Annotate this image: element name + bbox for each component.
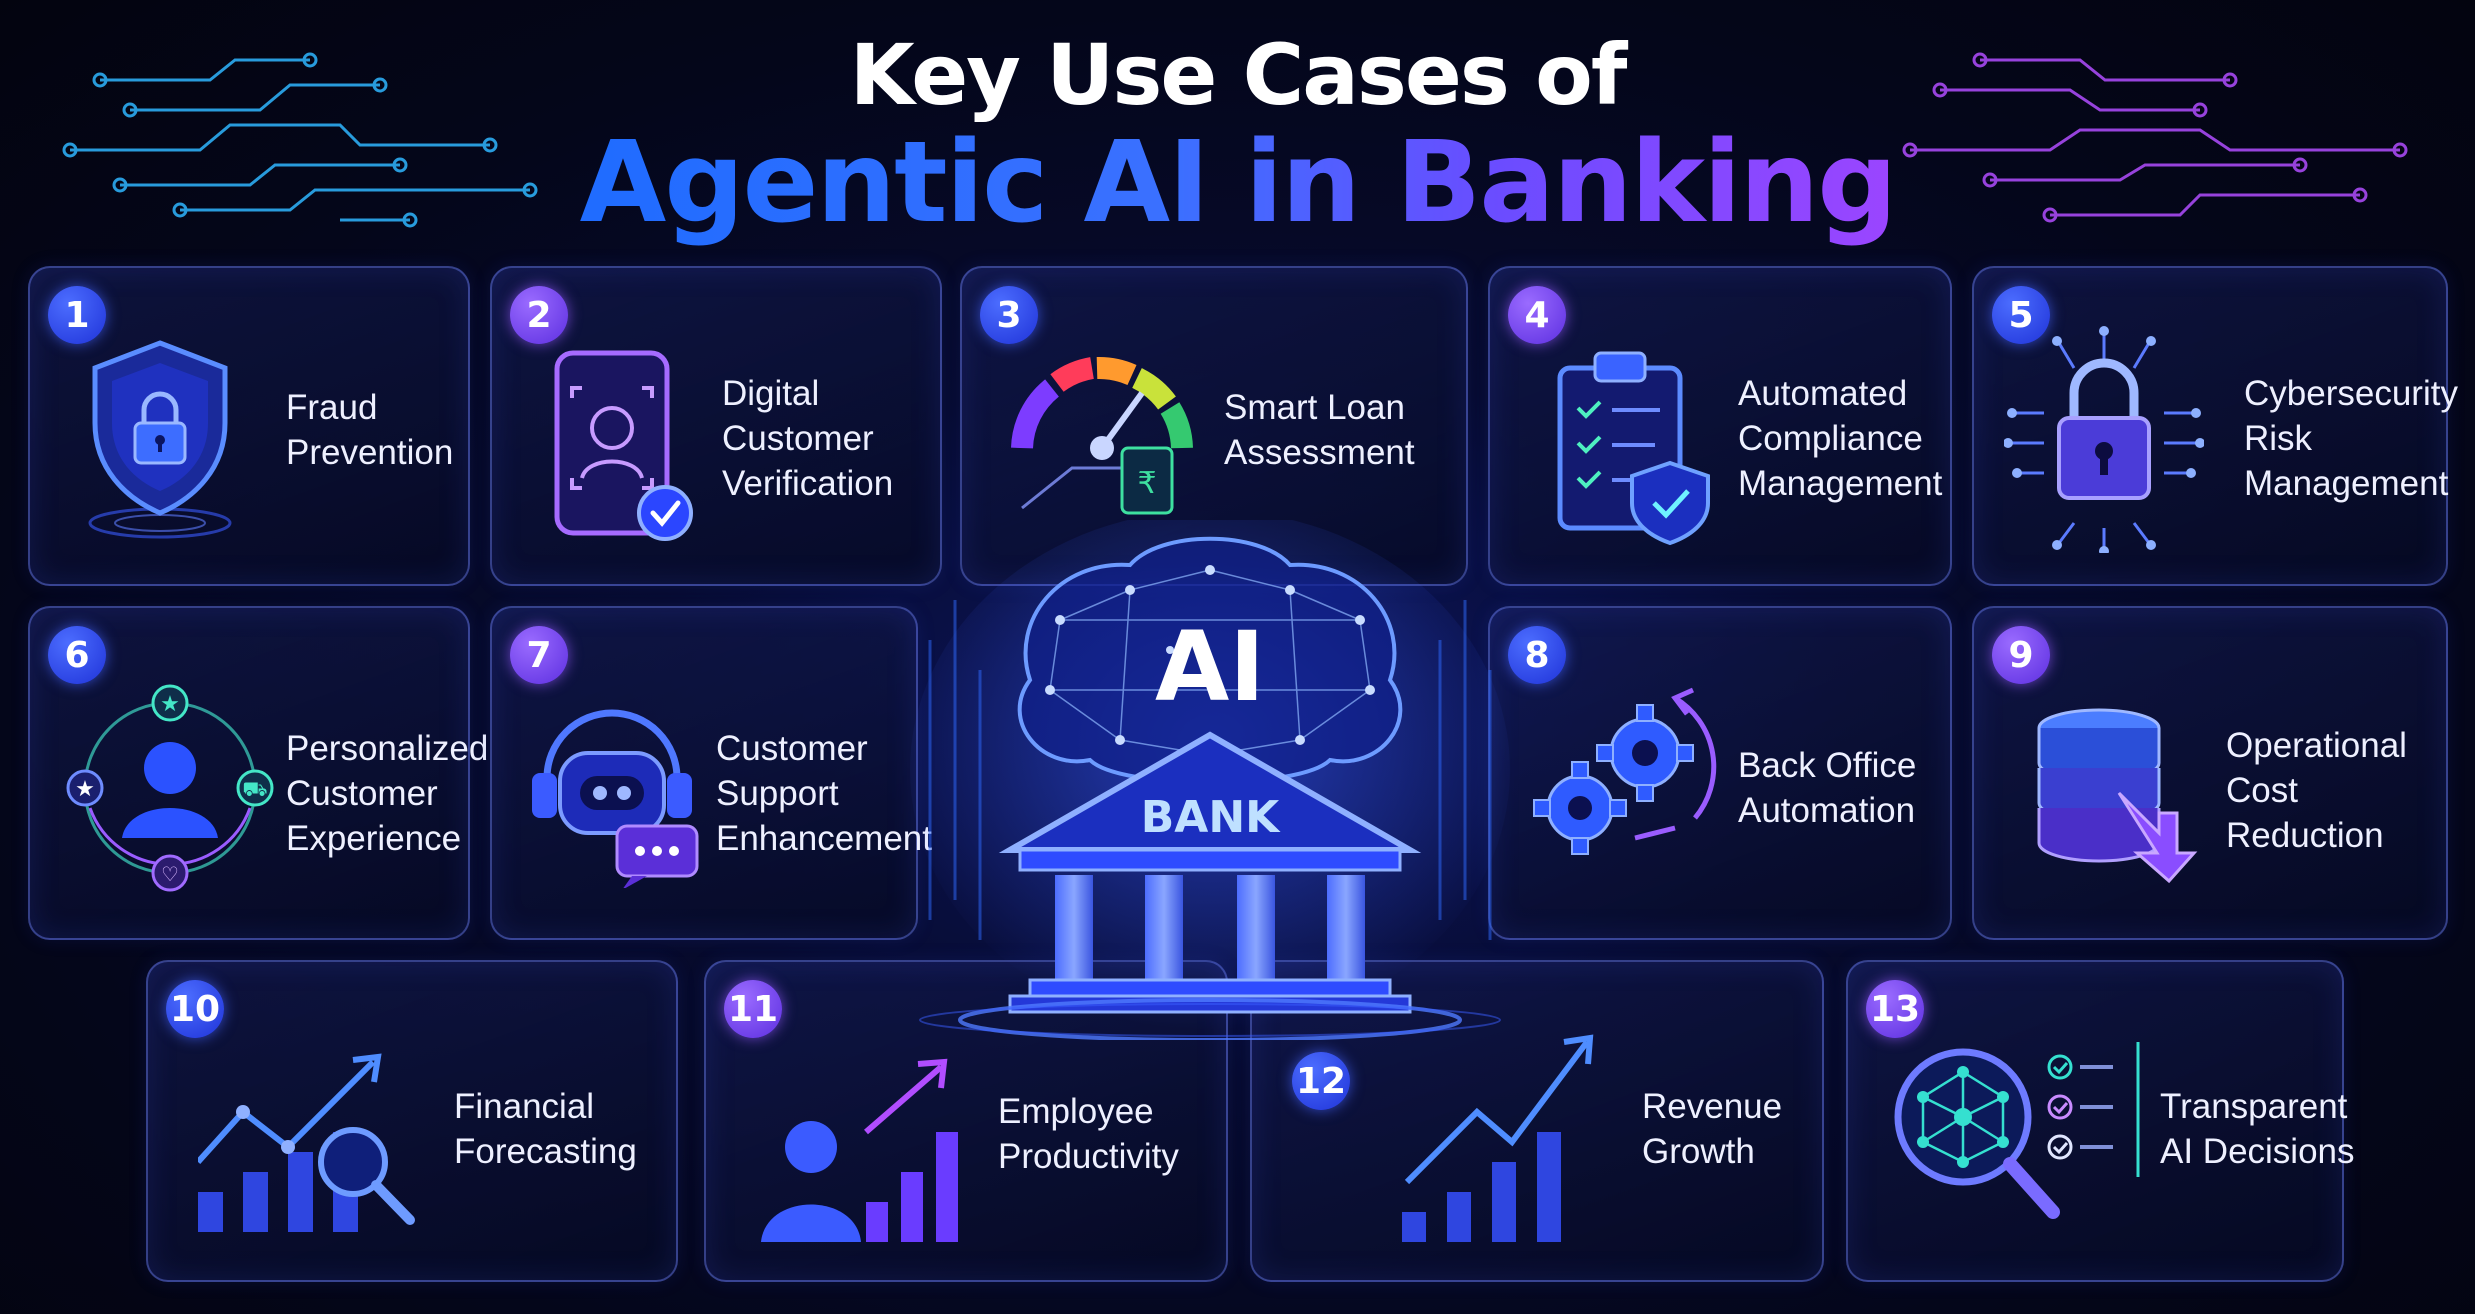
- number-badge: 3: [980, 286, 1038, 344]
- chatbot-headset-icon: [532, 709, 699, 888]
- customer-orbit-icon: ★ ★ ⛟ ♡: [66, 684, 274, 892]
- number-badge: 10: [166, 980, 224, 1038]
- network-magnifier-checklist-icon: [1894, 1042, 2140, 1219]
- title-line-2: Agentic AI in Banking: [0, 118, 2475, 248]
- number-badge: 2: [510, 286, 568, 344]
- gears-cycle-icon: [1533, 687, 1717, 855]
- svg-text:★: ★: [160, 692, 180, 717]
- svg-text:♡: ♡: [161, 862, 179, 886]
- number-badge: 1: [48, 286, 106, 344]
- ai-label: AI: [1155, 611, 1265, 723]
- title-line-2-text: Agentic AI in Banking: [579, 118, 1898, 248]
- face-verification-phone-icon: [554, 350, 693, 541]
- svg-text:★: ★: [75, 777, 95, 802]
- number-badge: 4: [1508, 286, 1566, 344]
- svg-text:₹: ₹: [1137, 466, 1156, 501]
- growth-chart-icon: [1402, 1034, 1594, 1242]
- number-badge: 6: [48, 626, 106, 684]
- circuit-lines-right-icon: [1902, 52, 2408, 223]
- database-down-arrow-icon: [2037, 708, 2198, 884]
- circuit-lines-left-icon: [62, 52, 538, 228]
- shield-lock-icon: [88, 340, 232, 539]
- credit-gauge-icon: ₹: [1011, 357, 1193, 515]
- number-badge: 5: [1992, 286, 2050, 344]
- svg-text:⛟: ⛟: [242, 777, 267, 801]
- number-badge: 11: [724, 980, 782, 1038]
- chart-magnifier-icon: [198, 1053, 415, 1232]
- number-badge: 7: [510, 626, 568, 684]
- number-badge: 9: [1992, 626, 2050, 684]
- title-line-1: Key Use Cases of: [849, 26, 1628, 124]
- bank-label: BANK: [1141, 792, 1281, 843]
- number-badge: 12: [1292, 1052, 1350, 1110]
- employee-growth-icon: [761, 1058, 958, 1242]
- number-badge: 8: [1508, 626, 1566, 684]
- number-badge: 13: [1866, 980, 1924, 1038]
- clipboard-checklist-icon: [1557, 351, 1710, 546]
- circuit-padlock-icon: [2004, 326, 2204, 553]
- ai-brain-bank-illustration: AI BANK: [910, 520, 1510, 1040]
